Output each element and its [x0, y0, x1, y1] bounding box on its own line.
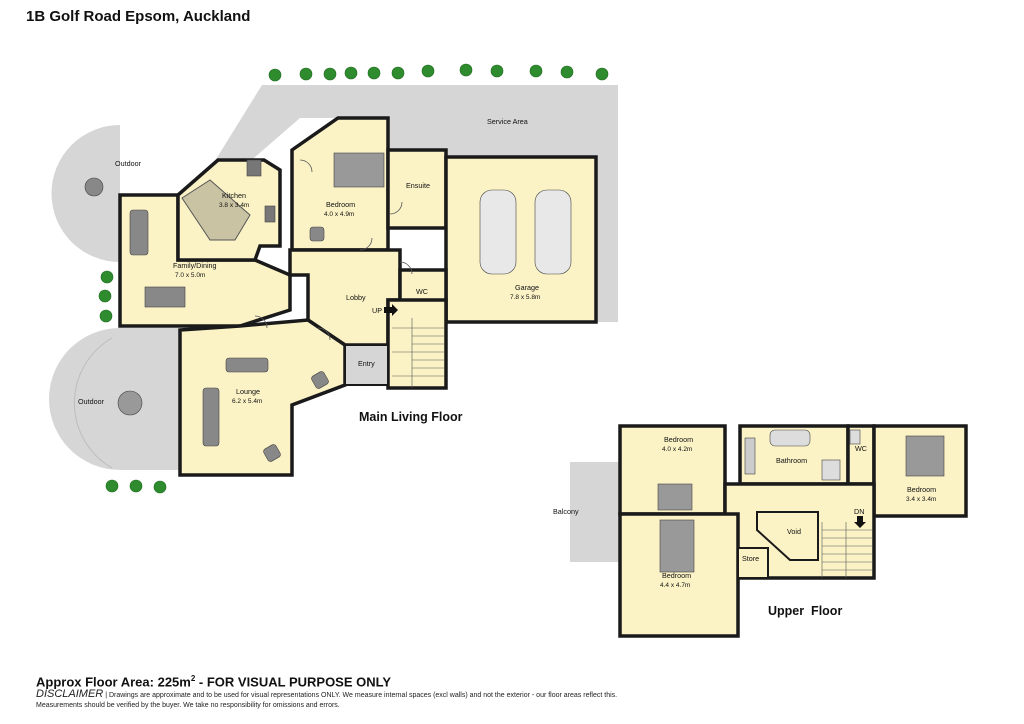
kitchen-dim: 3.8 x 3.4m — [219, 202, 249, 209]
lounge-name: Lounge — [236, 387, 260, 396]
tree-row — [98, 63, 609, 494]
ensuite-name: Ensuite — [406, 181, 430, 190]
bedroom-up1-name: Bedroom — [664, 435, 693, 444]
floor-area-prefix: Approx Floor Area: 225m — [36, 674, 191, 690]
bedroom-main-dim: 4.0 x 4.9m — [324, 211, 354, 218]
family-dining-dim: 7.0 x 5.0m — [175, 272, 205, 279]
bedroom-up1-dim: 4.0 x 4.2m — [662, 446, 692, 453]
main-floor-title: Main Living Floor — [359, 410, 463, 424]
furniture-main — [84, 152, 572, 462]
lobby-name: Lobby — [346, 293, 366, 302]
bedroom-up3-room — [618, 512, 740, 638]
entry-room — [344, 344, 389, 386]
bush-cluster — [73, 337, 113, 469]
floor-area-summary: Approx Floor Area: 225m2 - FOR VISUAL PU… — [36, 674, 391, 689]
void-area — [756, 511, 819, 561]
outdoor-bottom-label: Outdoor — [78, 397, 105, 406]
service-area-label: Service Area — [487, 117, 528, 126]
outdoor-bottom-area — [49, 328, 180, 470]
lounge-dim: 6.2 x 5.4m — [232, 398, 262, 405]
garage-dim: 7.8 x 5.8m — [510, 294, 540, 301]
doors-main — [254, 159, 413, 341]
stair-treads-main — [392, 318, 444, 388]
void-name: Void — [787, 527, 801, 536]
disclaimer-heading: DISCLAIMER — [36, 688, 104, 700]
kitchen-island — [181, 179, 251, 241]
dn-label: DN — [854, 507, 864, 516]
bedroom-up3-dim: 4.4 x 4.7m — [660, 582, 690, 589]
bedroom-up2-name: Bedroom — [907, 485, 936, 494]
outdoor-top-area — [51, 125, 121, 262]
dn-arrow-icon — [854, 516, 866, 528]
up-arrow-icon — [384, 304, 398, 316]
service-area — [200, 85, 618, 322]
outdoor-top-label: Outdoor — [115, 159, 142, 168]
bedroom-up2-dim: 3.4 x 3.4m — [906, 496, 936, 503]
upper-floor-title: Upper Floor — [768, 604, 843, 618]
store-name: Store — [742, 554, 759, 563]
wc-up-name: WC — [855, 444, 867, 453]
disclaimer: DISCLAIMER | Drawings are approximate an… — [36, 689, 656, 711]
kitchen-name: Kitchen — [222, 191, 246, 200]
bathroom-name: Bathroom — [776, 456, 807, 465]
bedroom-main-name: Bedroom — [326, 200, 355, 209]
wc-main-name: WC — [416, 287, 428, 296]
family-dining-name: Family/Dining — [173, 261, 217, 270]
floor-area-sup: 2 — [190, 674, 196, 683]
garage-name: Garage — [515, 283, 539, 292]
bedroom-up3-name: Bedroom — [662, 571, 691, 580]
furniture-upper — [657, 429, 945, 573]
balcony-name: Balcony — [553, 507, 579, 516]
stair-treads-upper — [821, 522, 872, 578]
disclaimer-body: | Drawings are approximate and to be use… — [36, 692, 618, 709]
store-room — [737, 547, 769, 579]
page-title: 1B Golf Road Epsom, Auckland — [26, 8, 251, 25]
floor-area-suffix: - FOR VISUAL PURPOSE ONLY — [195, 674, 392, 690]
balcony-area — [570, 462, 620, 562]
entry-name: Entry — [358, 359, 375, 368]
up-label: UP — [372, 306, 382, 315]
